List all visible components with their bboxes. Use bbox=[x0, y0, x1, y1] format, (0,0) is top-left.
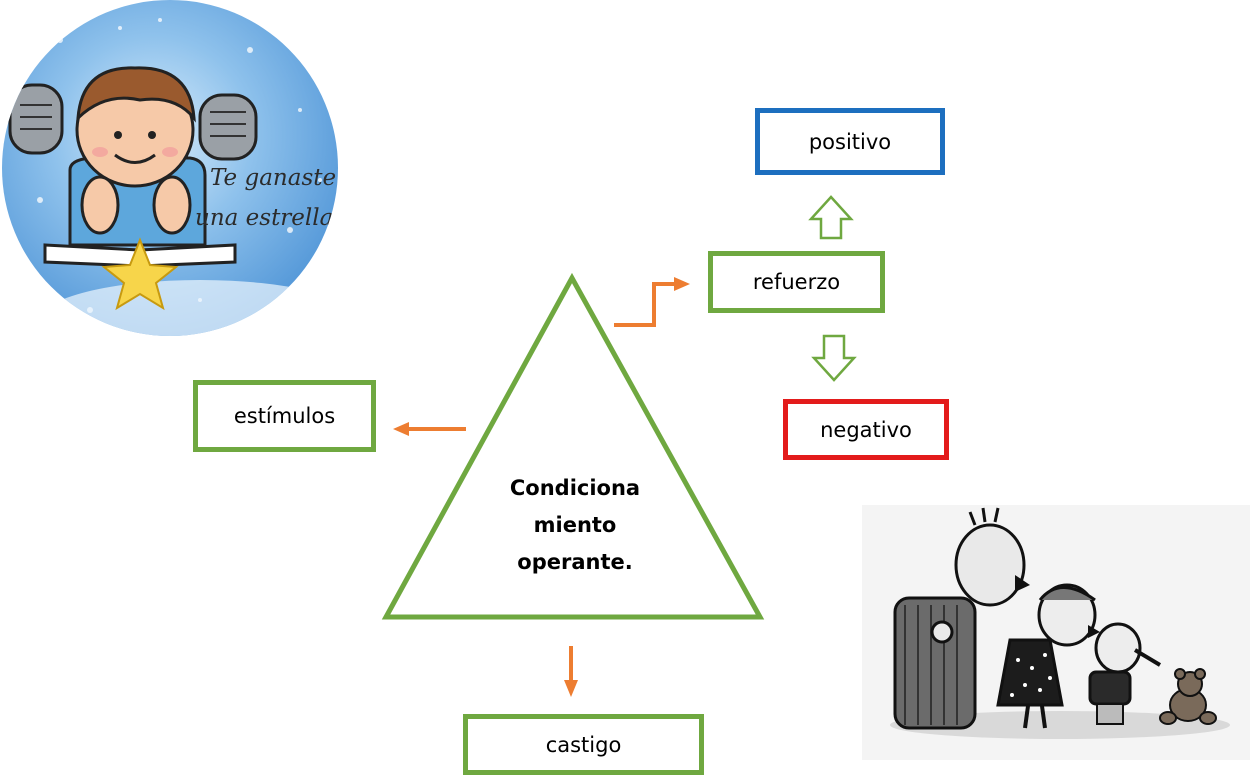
scolding-family-image bbox=[862, 505, 1250, 760]
center-title-line1: Condiciona bbox=[509, 476, 641, 500]
castigo-label: castigo bbox=[545, 732, 622, 757]
arrow-down-icon bbox=[811, 334, 857, 382]
center-title-line2: miento bbox=[533, 513, 617, 537]
arrow-up-icon bbox=[808, 195, 854, 240]
center-title: Condiciona miento operante. bbox=[490, 470, 660, 581]
castigo-box: castigo bbox=[463, 714, 704, 775]
positivo-label: positivo bbox=[808, 129, 892, 154]
refuerzo-box: refuerzo bbox=[708, 251, 885, 313]
center-title-line3: operante. bbox=[517, 550, 633, 574]
central-triangle bbox=[381, 272, 765, 620]
star-icon bbox=[101, 237, 179, 311]
estimulos-box: estímulos bbox=[193, 380, 376, 452]
badge-text-line1: Te ganaste bbox=[210, 165, 336, 191]
teddy-bear-icon bbox=[1159, 668, 1217, 725]
shoe-right-icon bbox=[198, 93, 258, 161]
reward-sticker-image: Te ganaste una estrella bbox=[2, 0, 338, 336]
arrow-to-estimulos bbox=[393, 422, 466, 436]
negativo-box: negativo bbox=[783, 399, 949, 460]
badge-text-line2: una estrella bbox=[195, 205, 333, 231]
estimulos-label: estímulos bbox=[233, 404, 336, 428]
arrow-to-castigo bbox=[564, 646, 578, 697]
shoe-left-icon bbox=[8, 83, 64, 155]
arrow-to-refuerzo bbox=[614, 277, 690, 327]
positivo-box: positivo bbox=[755, 108, 945, 175]
negativo-label: negativo bbox=[820, 417, 912, 442]
refuerzo-label: refuerzo bbox=[752, 270, 841, 294]
